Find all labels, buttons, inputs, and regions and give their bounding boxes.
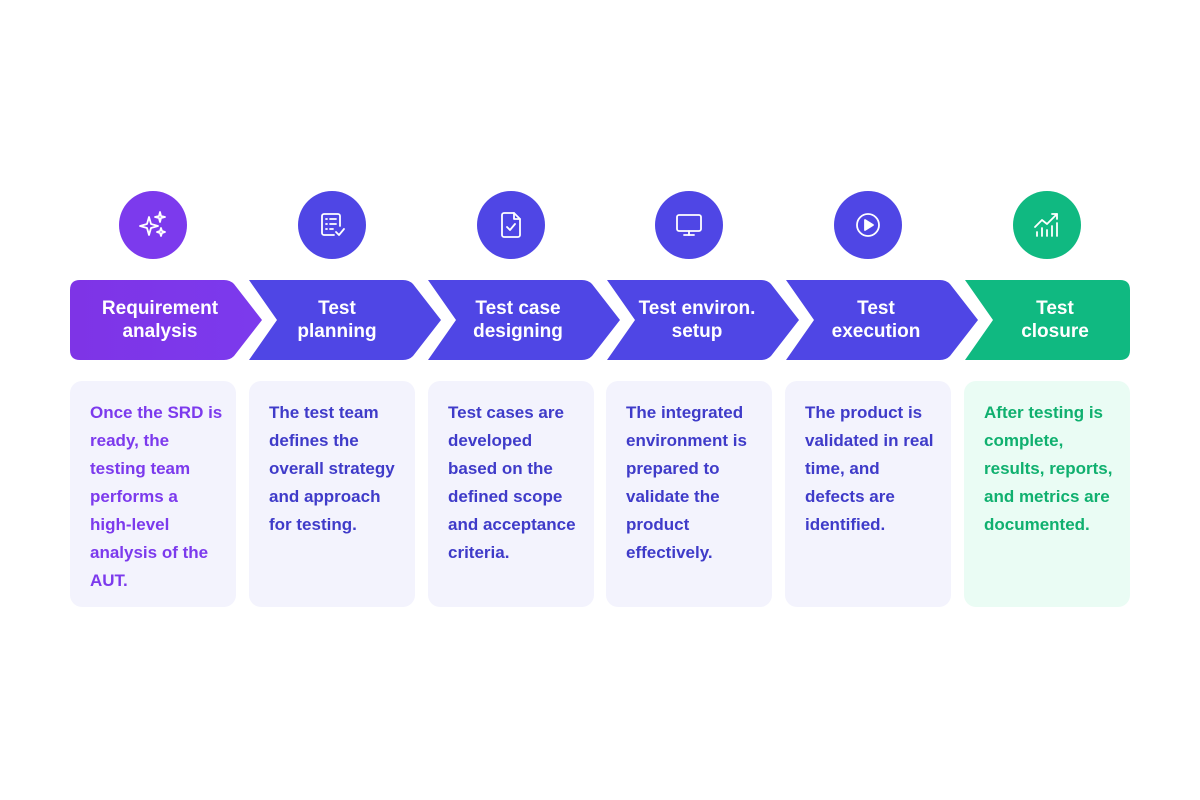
step-4-title: Test environ.setup xyxy=(638,298,756,342)
play-circle-icon xyxy=(856,213,880,237)
monitor-icon xyxy=(676,214,702,236)
step-6-description: After testing is complete, results, repo… xyxy=(964,381,1130,607)
step-4-icon-badge xyxy=(655,191,723,259)
step-3-icon-badge xyxy=(477,191,545,259)
checklist-icon xyxy=(321,213,345,236)
step-2-icon-badge xyxy=(298,191,366,259)
step-1-description: Once the SRD is ready, the testing team … xyxy=(70,381,236,607)
step-4-description: The integrated environment is prepared t… xyxy=(606,381,772,607)
step-6-icon-badge xyxy=(1013,191,1081,259)
step-3-description: Test cases are developed based on the de… xyxy=(428,381,594,607)
sparkles-icon xyxy=(139,211,166,237)
chart-trend-icon xyxy=(1034,213,1058,237)
document-check-icon xyxy=(501,212,521,238)
step-5-icon-badge xyxy=(834,191,902,259)
step-2-description: The test team defines the overall strate… xyxy=(249,381,415,607)
step-1-icon-badge xyxy=(119,191,187,259)
step-5-description: The product is validated in real time, a… xyxy=(785,381,951,607)
